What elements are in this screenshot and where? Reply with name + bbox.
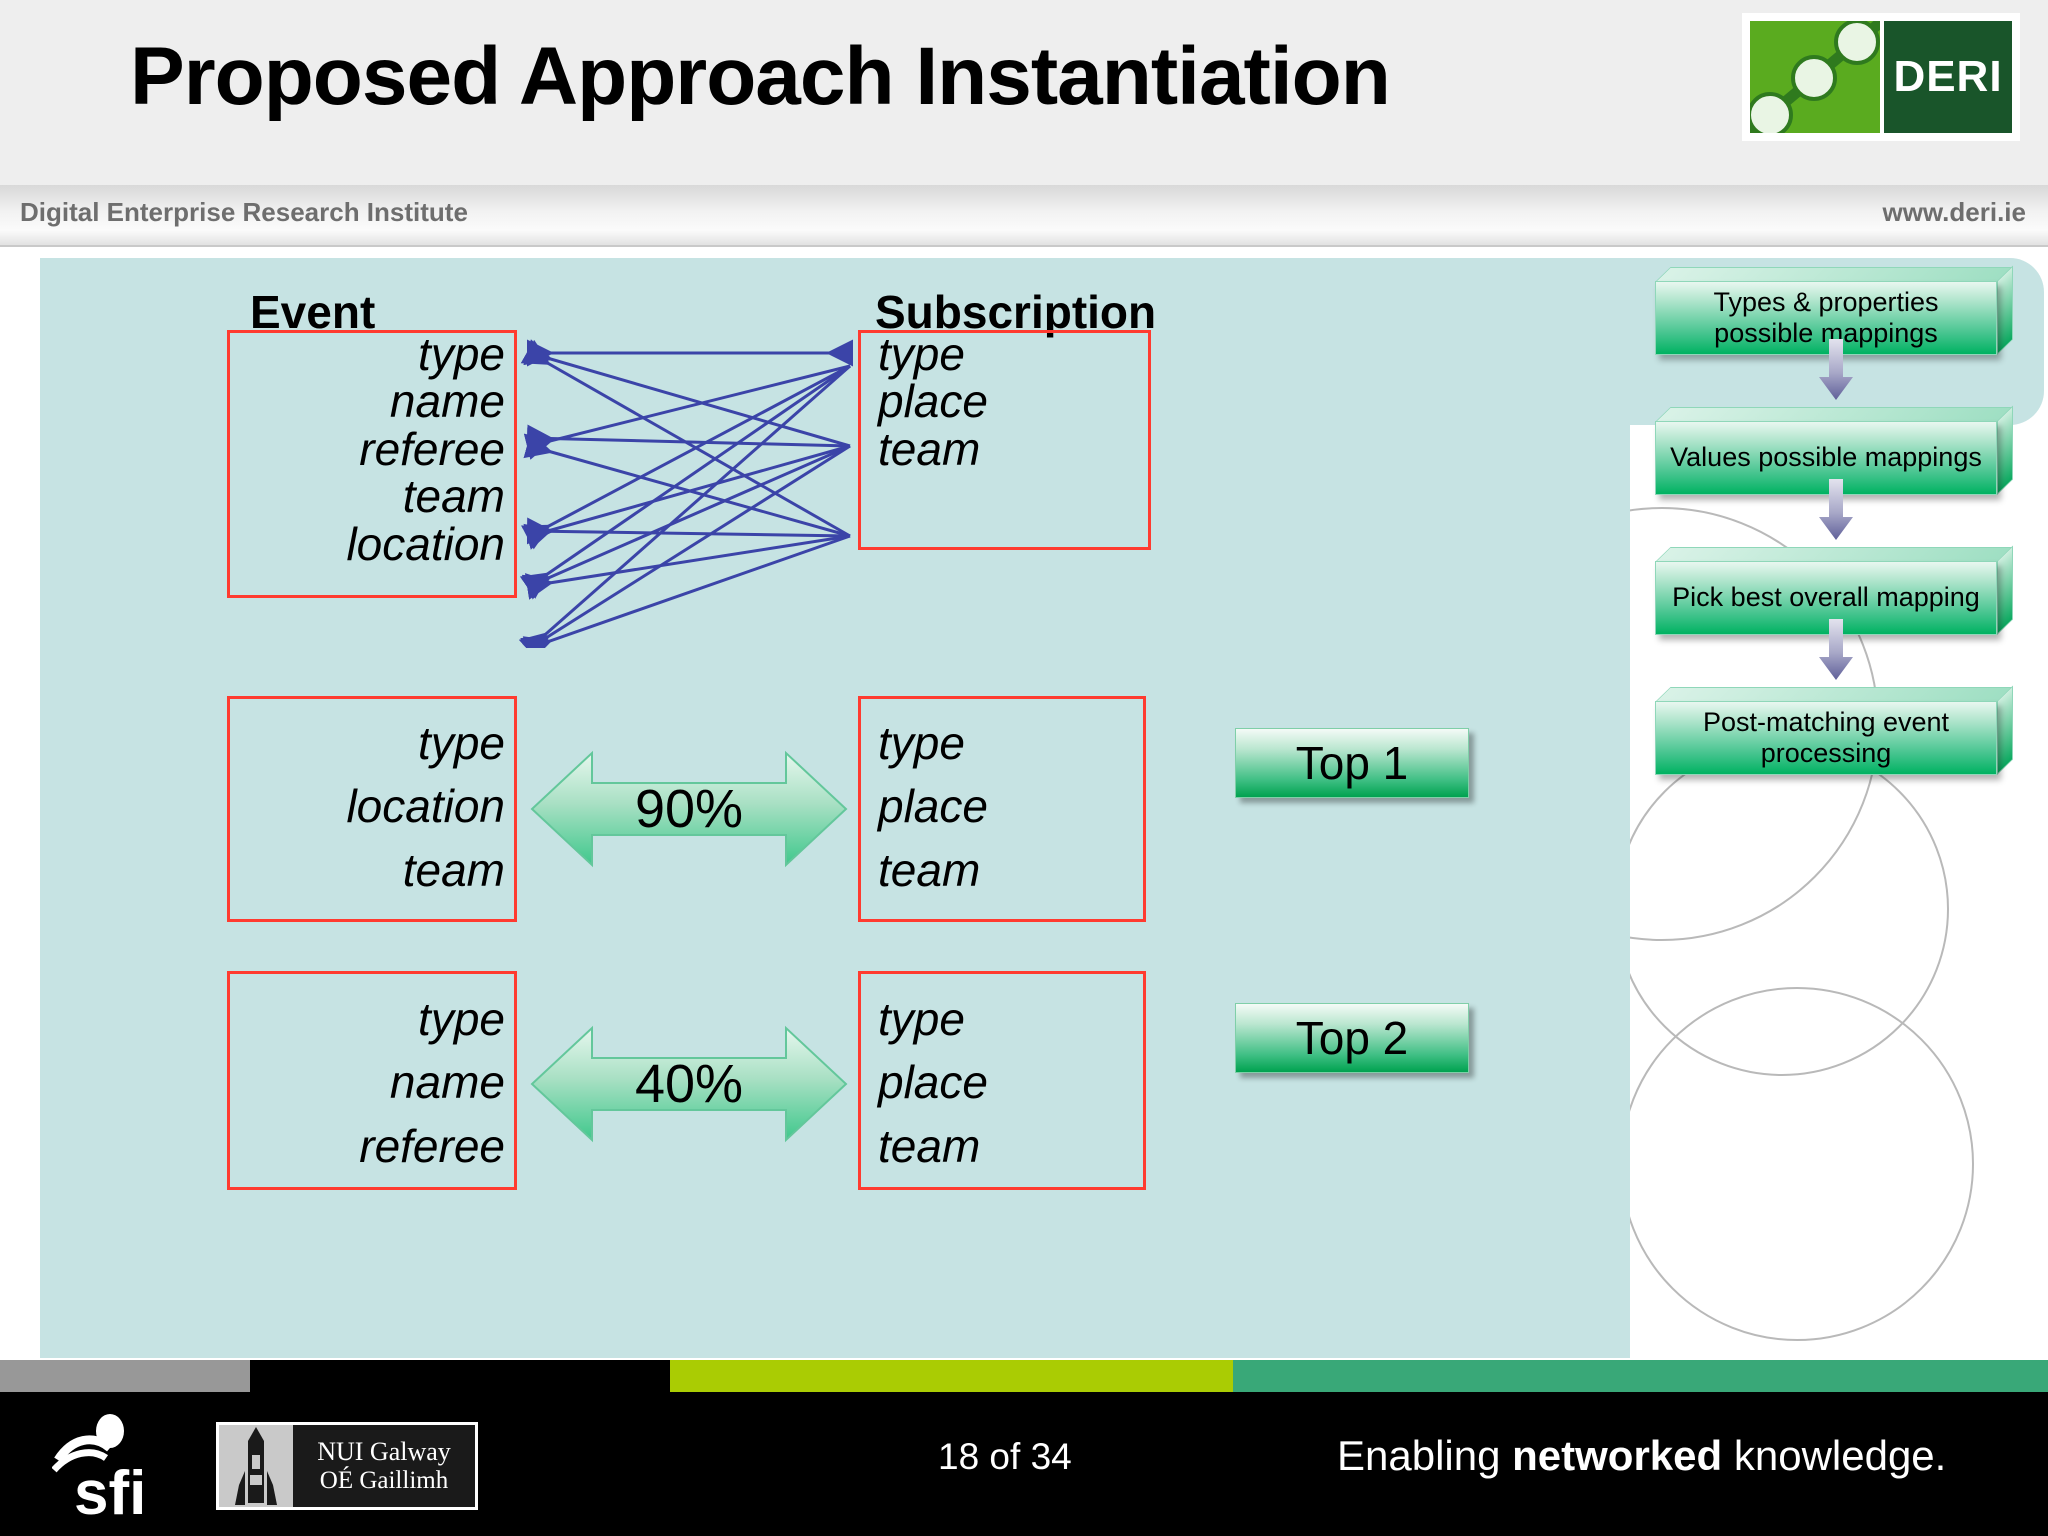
subscription-field-list-row3: type place team [878,988,1178,1178]
website-url[interactable]: www.deri.ie [1882,197,2026,227]
rank-badge-top1: Top 1 [1235,728,1469,798]
field-item: place [878,375,988,428]
double-arrow-icon [530,1025,848,1143]
svg-text:sfi: sfi [74,1459,146,1518]
event-field-list-row2: type location team [190,712,505,902]
nui-line-2: OÉ Gaillimh [319,1466,449,1494]
field-item: name [389,1056,505,1109]
subscription-field-box-row2 [858,696,1146,922]
mapping-arrows-graphic [518,339,853,648]
strip-segment-green [1233,1360,2048,1392]
field-item: place [878,780,988,833]
subscription-field-box-row1 [858,330,1151,550]
field-item: type [878,717,965,769]
field-item: referee [359,1119,505,1172]
deri-wordmark-text: DERI [1893,52,2003,101]
subscription-field-box-row3 [858,971,1146,1190]
flow-box-top-face [1655,267,2013,282]
nui-line-1: NUI Galway [317,1436,451,1466]
flow-box-side-face [1997,405,2013,495]
footer-color-strip [0,1360,2048,1392]
field-item: team [878,1119,981,1172]
flow-arrow-1-icon [1818,339,1854,401]
nui-text-block: NUI Galway OÉ Gaillimh [293,1425,475,1507]
column-heading-subscription: Subscription [875,286,1157,338]
tagline-post: knowledge. [1722,1432,1947,1479]
decorative-circle [1620,987,1974,1341]
field-item: type [418,328,505,380]
subscription-field-list-row2: type place team [878,712,1178,902]
field-item: place [878,1056,988,1109]
deri-logo: DERI [1742,13,2020,141]
field-item: location [346,517,505,570]
match-percent-arrow-row2: 90% [530,743,848,875]
event-field-list-row1: type name referee team location [200,328,505,570]
subheader-bar: Digital Enterprise Research Institute ww… [0,185,2048,247]
strip-segment-black [250,1360,670,1392]
slide-header: Proposed Approach Instantiation DERI [0,0,2048,185]
field-item: referee [359,422,505,475]
event-field-box-row1 [227,330,517,598]
flow-step-4-label: Post-matching event processing [1655,701,1997,775]
field-item: name [389,375,505,428]
nui-galway-logo: NUI Galway OÉ Gaillimh [216,1422,478,1510]
flow-step-1-label: Types & properties possible mappings [1655,281,1997,355]
match-percent-label-row3: 40% [634,1054,744,1114]
subscription-field-list-row1: type place team [878,328,1178,475]
rank-badge-top2: Top 2 [1235,1003,1469,1073]
tagline-bold: networked [1512,1432,1723,1479]
flow-box-top-face [1655,407,2013,422]
deri-chain-icon [1750,21,1880,133]
column-heading-event: Event [250,286,376,338]
event-field-list-row3: type name referee [190,988,505,1178]
slide-body: Event Subscription type name referee tea… [0,247,2048,1360]
field-item: team [878,843,981,896]
flow-arrow-3-icon [1818,619,1854,681]
flow-box-side-face [1997,545,2013,635]
mapping-diagram-panel: Event Subscription type name referee tea… [40,258,1630,1358]
deri-wordmark: DERI [1884,21,2012,133]
nui-crest-icon [219,1425,293,1507]
slide-footer: sfi NUI Galway OÉ Gaillimh 18 of 34 Enab… [0,1392,2048,1536]
page-title: Proposed Approach Instantiation [130,31,1391,122]
field-item: location [346,780,505,833]
page-indicator: 18 of 34 [938,1436,1072,1477]
flow-step-3-label: Pick best overall mapping [1655,561,1997,635]
field-item: type [418,993,505,1045]
strip-segment-gray [0,1360,250,1392]
event-field-box-row3 [227,971,517,1190]
event-field-box-row2 [227,696,517,922]
field-item: type [878,328,965,380]
flow-arrow-2-icon [1818,479,1854,541]
match-percent-label-row2: 90% [634,779,744,839]
tagline-pre: Enabling [1337,1432,1513,1479]
deri-logo-mark-icon [1750,21,1880,133]
strip-segment-lime [670,1360,1233,1392]
institute-name: Digital Enterprise Research Institute [20,197,468,227]
match-percent-arrow-row3: 40% [530,1018,848,1150]
field-item: team [402,843,505,896]
flow-box-side-face [1997,265,2013,355]
flow-box-top-face [1655,687,2013,702]
tagline: Enabling networked knowledge. [1337,1432,1946,1480]
field-item: type [878,993,965,1045]
flow-box-side-face [1997,685,2013,775]
field-item: team [878,422,981,475]
sfi-logo-icon: sfi [51,1414,182,1528]
flow-box-top-face [1655,547,2013,562]
double-arrow-icon [530,750,848,868]
field-item: type [418,717,505,769]
field-item: team [402,470,505,523]
flow-step-2-label: Values possible mappings [1655,421,1997,495]
